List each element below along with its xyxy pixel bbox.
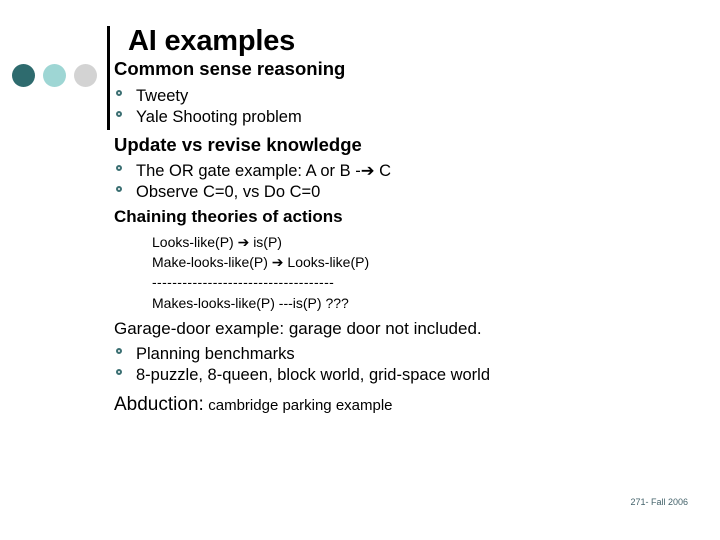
- logic-line: Make-looks-like(P) ➔ Looks-like(P): [152, 253, 370, 270]
- bullet-label: The OR gate example: A or B -➔ C: [136, 162, 392, 181]
- list-item: 8-puzzle, 8-queen, block world, grid-spa…: [114, 364, 710, 385]
- slide-title: AI examples: [128, 25, 296, 57]
- bullet-circle-icon: [114, 181, 136, 197]
- bullet-label: Planning benchmarks: [136, 345, 295, 364]
- abduction-line: Abduction: cambridge parking example: [114, 394, 710, 416]
- bullet-label: Yale Shooting problem: [136, 108, 302, 127]
- decorative-dot-2: [43, 64, 66, 87]
- slide-footer: 271- Fall 2006: [630, 497, 688, 507]
- heading-common-sense: Common sense reasoning: [114, 58, 346, 80]
- logic-block: Looks-like(P) ➔ is(P) Make-looks-like(P)…: [152, 232, 710, 313]
- bullet-circle-icon: [114, 160, 136, 176]
- decorative-dot-3: [74, 64, 97, 87]
- bullet-circle-icon: [114, 343, 136, 359]
- list-item: The OR gate example: A or B -➔ C: [114, 160, 710, 181]
- logic-line: Makes-looks-like(P) ---is(P) ???: [152, 294, 349, 311]
- title-vertical-rule: [107, 26, 110, 130]
- abduction-label: Abduction:: [114, 394, 204, 416]
- bullet-label: 8-puzzle, 8-queen, block world, grid-spa…: [136, 366, 491, 385]
- list-item: Yale Shooting problem: [114, 106, 710, 127]
- garage-door-line: Garage-door example: garage door not inc…: [114, 318, 482, 338]
- list-item: Planning benchmarks: [114, 343, 710, 364]
- decorative-dots: [12, 64, 97, 87]
- slide-content: AI examples Common sense reasoning Tweet…: [114, 26, 710, 416]
- heading-chaining-theories: Chaining theories of actions: [114, 206, 343, 226]
- bullet-circle-icon: [114, 364, 136, 380]
- bullet-circle-icon: [114, 85, 136, 101]
- logic-separator: ------------------------------------: [152, 274, 335, 291]
- bullet-label: Tweety: [136, 87, 189, 106]
- heading-update-vs-revise: Update vs revise knowledge: [114, 133, 362, 155]
- bullet-label: Observe C=0, vs Do C=0: [136, 183, 321, 202]
- logic-line: Looks-like(P) ➔ is(P): [152, 233, 282, 250]
- abduction-detail: cambridge parking example: [208, 397, 393, 415]
- list-item: Observe C=0, vs Do C=0: [114, 181, 710, 202]
- decorative-dot-1: [12, 64, 35, 87]
- bullet-circle-icon: [114, 106, 136, 122]
- list-item: Tweety: [114, 85, 710, 106]
